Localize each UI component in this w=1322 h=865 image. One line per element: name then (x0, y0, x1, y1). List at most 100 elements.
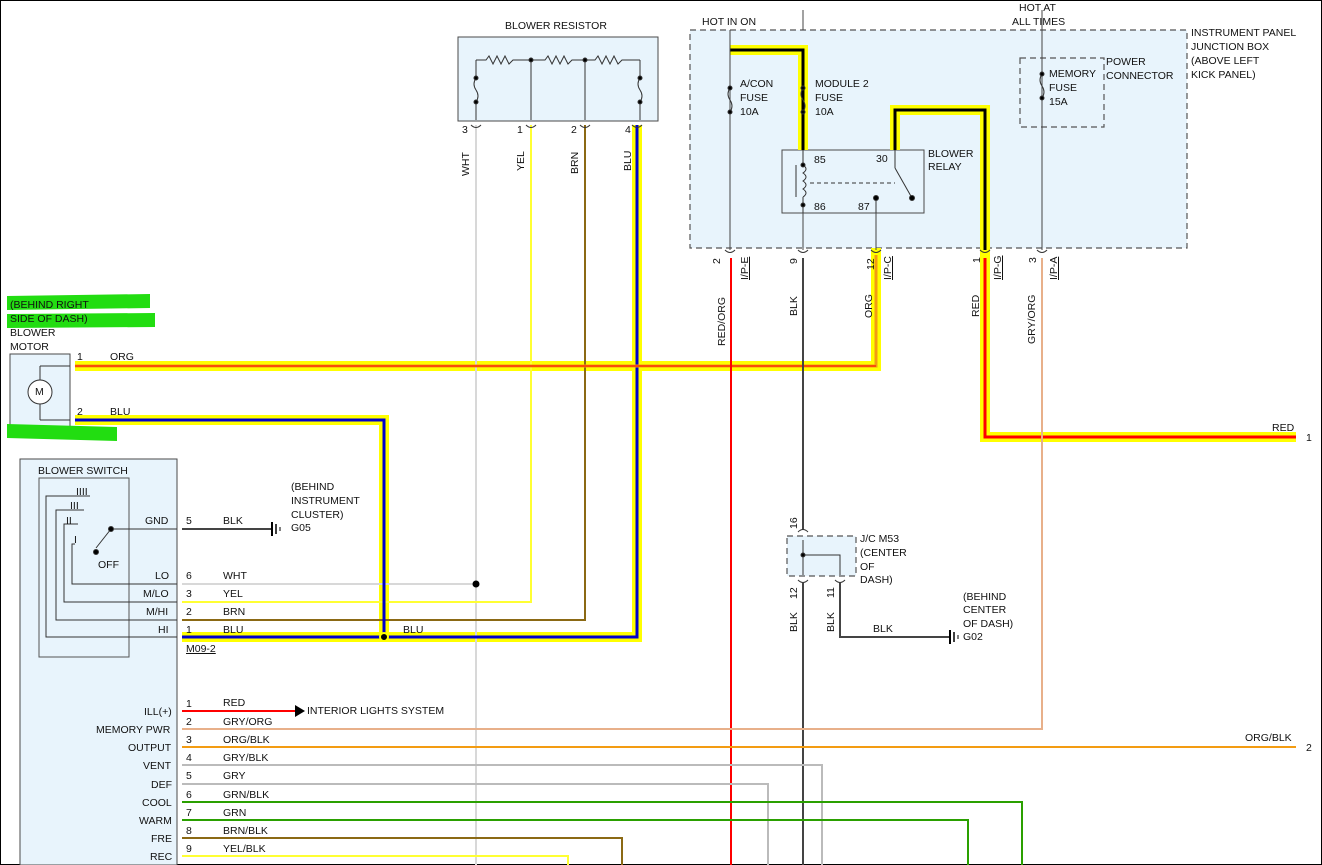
jc-m53-wire: BLK (825, 612, 837, 632)
memory-fuse-3: 15A (1049, 96, 1068, 108)
jb-connector-id: I/P-A (1048, 256, 1060, 280)
motor-symbol (27, 365, 70, 421)
power-connector-2: CONNECTOR (1106, 70, 1174, 82)
fuse-symbols (727, 71, 1045, 115)
switch-lower-wire: GRY (223, 770, 246, 782)
g05-location-1: (BEHIND (291, 481, 335, 493)
jc-m53-internal (800, 540, 841, 575)
resistor-pin: 4 (625, 124, 631, 136)
jb-pin: 2 (711, 258, 723, 264)
switch-pin-num: 3 (186, 588, 192, 600)
motor-title-1: BLOWER (10, 327, 56, 339)
g02-location-1: (BEHIND (963, 591, 1007, 603)
blower-switch-title: BLOWER SWITCH (38, 465, 128, 477)
switch-pin-label: M/LO (143, 588, 169, 600)
switch-lower-pin: 6 (186, 789, 192, 801)
wire-blu-hi (182, 125, 639, 639)
jb-wire: ORG (863, 294, 875, 318)
switch-pin-num: 5 (186, 515, 192, 527)
motor-symbol-letter: M (35, 386, 44, 398)
switch-pos: III (70, 500, 79, 512)
junction-box-title-3: (ABOVE LEFT (1191, 55, 1260, 67)
switch-lower-label: ILL(+) (144, 706, 172, 718)
motor-title-2: MOTOR (10, 341, 49, 353)
jc-m53-title-2: (CENTER (860, 547, 907, 559)
switch-lower-label: DEF (151, 779, 172, 791)
jb-pin: 9 (788, 258, 800, 264)
switch-pin-wire: YEL (223, 588, 243, 600)
wire-g02 (839, 583, 950, 638)
g02-wire: BLK (873, 623, 893, 635)
green-marker-1 (7, 294, 150, 310)
power-connector-box (1019, 57, 1105, 128)
switch-pin-wire: BRN (223, 606, 246, 618)
switch-lower-pin: 7 (186, 807, 192, 819)
switch-lower-pin: 4 (186, 752, 192, 764)
offpage-wire: RED (1272, 422, 1295, 434)
g05-location-3: CLUSTER) (291, 509, 344, 521)
wire-label-wht: WHT (460, 152, 472, 176)
motor-location-2: SIDE OF DASH) (10, 313, 88, 325)
interior-lights-label: INTERIOR LIGHTS SYSTEM (307, 705, 445, 717)
switch-lower-label: WARM (139, 815, 172, 827)
blower-resistor-box (457, 36, 659, 122)
wire-warm (182, 819, 969, 865)
ground-g05-symbol (271, 522, 281, 536)
offpage-ref: 1 (1306, 432, 1312, 444)
jc-m53-box (786, 535, 857, 577)
switch-contacts (45, 495, 177, 638)
switch-pos: I (74, 534, 77, 546)
wire-blu-motor (75, 418, 386, 637)
relay-symbol (795, 150, 915, 213)
splice-wht (472, 580, 480, 588)
hi-splice-wire-label: BLU (403, 624, 424, 636)
jb-pin: 12 (865, 258, 877, 270)
switch-pin-num: 2 (186, 606, 192, 618)
motor-pin: 1 (77, 351, 83, 363)
module2-fuse-1: MODULE 2 (815, 78, 869, 90)
switch-lower-pin: 2 (186, 716, 192, 728)
switch-pin-label: M/HI (146, 606, 169, 618)
jb-pin: 3 (1027, 257, 1039, 263)
switch-lower-wire: GRY/BLK (223, 752, 269, 764)
wire-brn (182, 125, 586, 621)
switch-contacts-box (38, 477, 130, 658)
switch-lower-pin: 1 (186, 698, 192, 710)
jc-m53-pin: 12 (788, 587, 800, 599)
jc-m53-pin: 16 (788, 517, 800, 529)
blower-resistor-title: BLOWER RESISTOR (505, 20, 607, 32)
resistor-pin: 3 (462, 124, 468, 136)
ground-g02-symbol (949, 630, 959, 644)
resistor-pin: 2 (571, 124, 577, 136)
wire-gry-org (182, 258, 1043, 730)
jc-m53-title-1: J/C M53 (860, 533, 900, 545)
g05-location-2: INSTRUMENT (291, 495, 360, 507)
switch-lower-pin: 8 (186, 825, 192, 837)
switch-lower-wire: GRN/BLK (223, 789, 270, 801)
resistor-symbol (473, 54, 643, 120)
relay-pin: 86 (814, 201, 826, 213)
switch-lower-label: OUTPUT (128, 742, 172, 754)
offpage-ref: 2 (1306, 742, 1312, 754)
wire-red-out (983, 258, 1296, 439)
relay-pin: 85 (814, 154, 826, 166)
splice-blu (379, 632, 389, 642)
switch-pos: II (66, 515, 72, 527)
jc-m53-title-3: OF (860, 561, 875, 573)
jb-pin: 1 (971, 257, 983, 263)
connector-marks (470, 124, 1048, 583)
wire-cool (182, 801, 1023, 865)
jc-m53-wire: BLK (788, 612, 800, 632)
wire-module2-feed (730, 48, 805, 150)
motor-pin: 2 (77, 406, 83, 418)
switch-lower-wire: RED (223, 697, 246, 709)
switch-lower-wire: ORG/BLK (223, 734, 270, 746)
acon-fuse-3: 10A (740, 106, 759, 118)
wire-label-brn: BRN (569, 151, 581, 174)
offpage-wire: ORG/BLK (1245, 732, 1292, 744)
switch-lower-label: FRE (151, 833, 172, 845)
jb-wire: GRY/ORG (1026, 294, 1038, 344)
motor-wire: BLU (110, 406, 131, 418)
jb-connector-id: I/P-C (882, 256, 894, 280)
